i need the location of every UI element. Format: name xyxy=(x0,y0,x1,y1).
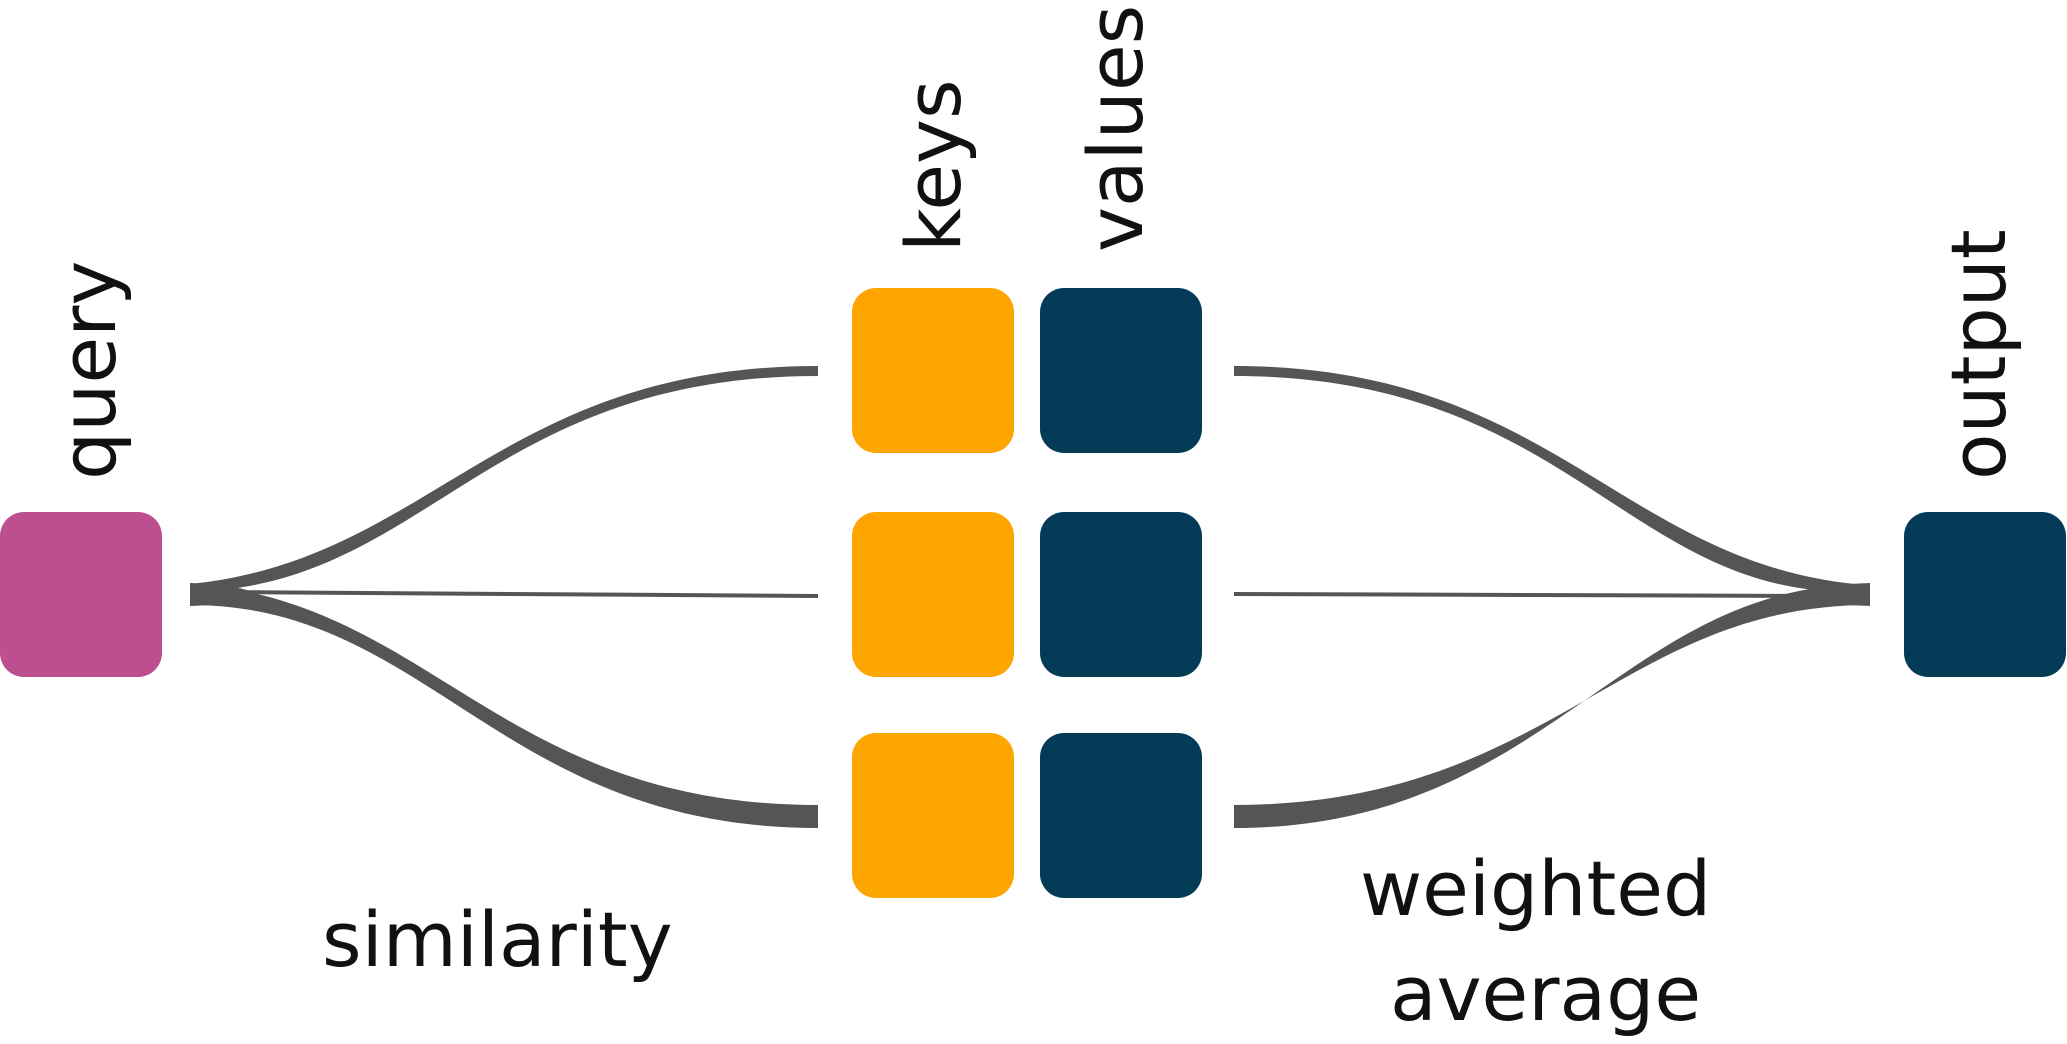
key-box-1 xyxy=(852,288,1014,453)
value-box-3 xyxy=(1040,733,1202,898)
weighted-flow-middle xyxy=(1233,592,1821,598)
weighted-average-label-line2: average xyxy=(1390,949,1701,1038)
similarity-flow-middle xyxy=(214,590,819,598)
query-label: query xyxy=(44,261,133,480)
output-box xyxy=(1904,512,2066,677)
weighted-flow-top xyxy=(1234,366,1855,590)
similarity-flows xyxy=(179,366,819,828)
value-box-1 xyxy=(1040,288,1202,453)
keys-label: keys xyxy=(889,79,978,252)
values-label: values xyxy=(1071,5,1160,252)
similarity-label: similarity xyxy=(322,895,673,984)
key-box-2 xyxy=(852,512,1014,677)
key-box-3 xyxy=(852,733,1014,898)
similarity-flow-stem xyxy=(179,584,190,605)
similarity-flow-base xyxy=(190,583,262,606)
weighted-flow-base xyxy=(1798,583,1870,606)
similarity-flow-bottom xyxy=(190,584,818,828)
weighted-average-flows xyxy=(1233,366,1870,828)
output-label: output xyxy=(1934,229,2023,480)
value-box-2 xyxy=(1040,512,1202,677)
weighted-average-label-line1: weighted xyxy=(1360,844,1711,933)
query-box xyxy=(0,512,162,677)
similarity-flow-top xyxy=(190,366,818,590)
weighted-flow-bottom xyxy=(1234,584,1870,828)
